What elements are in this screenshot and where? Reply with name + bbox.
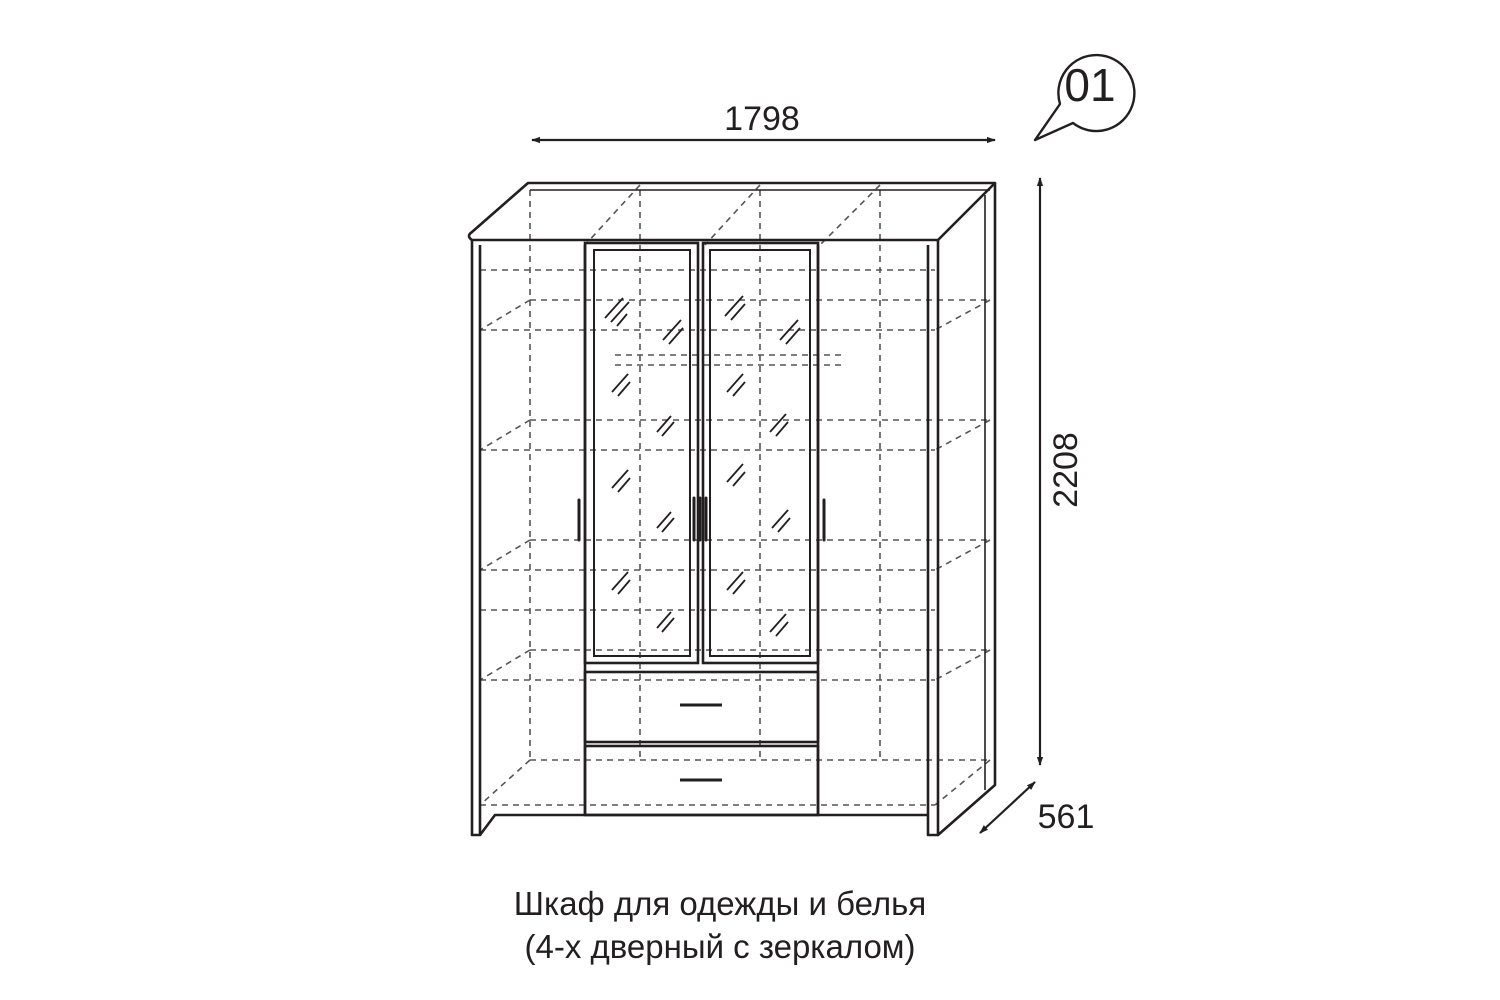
drawers — [583, 670, 820, 817]
item-number-badge: 01 — [1033, 53, 1136, 142]
hidden-lines — [479, 184, 991, 806]
door-handles — [577, 496, 826, 542]
mirror-door-left — [583, 241, 700, 665]
height-dimension-label: 2208 — [1047, 432, 1085, 508]
caption-line-1: Шкаф для одежды и белья — [513, 885, 927, 922]
caption-line-2: (4-х дверный с зеркалом) — [524, 928, 916, 965]
depth-dimension-arrow — [979, 781, 1036, 834]
dimension-arrows — [531, 136, 1044, 834]
mirror-door-right — [701, 241, 820, 665]
item-number: 01 — [1064, 59, 1115, 111]
depth-dimension-label: 561 — [1038, 798, 1095, 836]
mirror-reflections — [604, 295, 801, 637]
wardrobe-body — [467, 181, 997, 837]
width-dimension-label: 1798 — [724, 100, 800, 138]
